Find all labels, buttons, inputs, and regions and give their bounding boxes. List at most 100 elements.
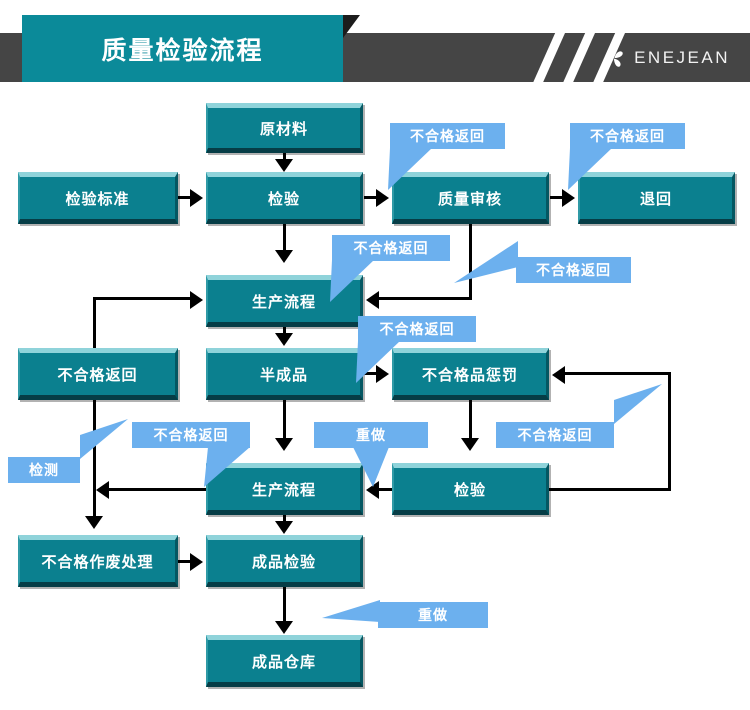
node-label: 原材料 (259, 120, 308, 138)
conn-insp2-loop-top (564, 372, 671, 375)
conn-rejectbox-up (93, 297, 96, 348)
conn-rejectbox-down (93, 400, 96, 518)
arrow-audit-to-return (562, 189, 575, 207)
callout-label: 不合格返回 (536, 262, 611, 278)
conn-prod1-to-semi (283, 327, 286, 335)
node-reject-penalty[interactable]: 不合格品惩罚 (392, 348, 549, 400)
callout-co-redo-mid: 重做 (314, 422, 428, 448)
callout-label: 不合格返回 (353, 240, 429, 256)
arrow-penalty-to-insp2 (461, 438, 479, 451)
conn-std-to-insp (178, 196, 192, 199)
node-label: 不合格品惩罚 (421, 366, 518, 384)
node-label: 检验 (267, 190, 300, 208)
node-label: 不合格作废处理 (41, 553, 154, 571)
callout-label: 检测 (29, 462, 59, 478)
callout-tail-co-redo-bottom (322, 600, 380, 622)
arrow-loop-to-penalty (552, 366, 565, 384)
callout-co-insp2-reject: 不合格返回 (496, 422, 614, 448)
callout-label: 不合格返回 (590, 128, 665, 144)
callout-co-redo-bottom: 重做 (378, 602, 488, 628)
arrow-raw-to-insp (275, 159, 293, 172)
arrow-rejectbox-to-prod1 (190, 291, 203, 309)
conn-insp2-loop-bottom (549, 488, 671, 491)
callout-co-prod1-reject: 不合格返回 (332, 235, 450, 261)
arrow-insp-to-audit (376, 189, 389, 207)
callout-label: 不合格返回 (379, 321, 455, 337)
callout-tail-co-redo-mid (353, 447, 389, 487)
conn-final-to-warehouse (283, 587, 286, 623)
node-label: 退回 (639, 190, 672, 208)
callout-co-return-reject: 不合格返回 (570, 123, 685, 149)
node-semi-finished[interactable]: 半成品 (206, 348, 363, 400)
node-label: 成品检验 (251, 553, 316, 571)
node-label: 成品仓库 (251, 653, 316, 671)
callout-tail-co-prod1-reject-r (454, 241, 518, 283)
node-finished-warehouse[interactable]: 成品仓库 (206, 635, 363, 687)
conn-prod2-left (108, 488, 206, 491)
conn-raw-to-insp (283, 153, 286, 161)
callout-co-audit-reject: 不合格返回 (390, 123, 505, 149)
node-label: 半成品 (259, 366, 308, 384)
callout-co-detect: 检测 (8, 457, 80, 483)
arrow-prod1-to-semi (275, 333, 293, 346)
arrow-audit-to-prod1 (366, 291, 379, 309)
conn-audit-down (469, 224, 472, 300)
conn-rejectbox-right (93, 297, 193, 300)
callout-co-prod2-reject: 不合格返回 (132, 422, 250, 448)
arrow-insp2-to-prod2 (366, 481, 379, 499)
node-quality-audit[interactable]: 质量审核 (392, 172, 549, 224)
conn-semi-to-prod2 (283, 400, 286, 440)
callout-label: 重做 (356, 427, 386, 443)
arrow-prod2-left (96, 481, 109, 499)
arrow-insp-to-prod1 (275, 250, 293, 263)
node-label: 不合格返回 (57, 366, 138, 384)
conn-insp2-to-prod2 (378, 488, 392, 491)
arrow-rejectbox-to-scrap (85, 516, 103, 529)
callout-tail-co-return-reject (568, 148, 612, 190)
callout-tail-co-insp2-reject (614, 384, 662, 424)
node-label: 生产流程 (251, 481, 316, 499)
banner-fold-triangle (343, 15, 360, 38)
brand-name: ENEJEAN (634, 48, 730, 67)
node-inspection-1[interactable]: 检验 (206, 172, 363, 224)
callout-tail-co-penalty-reject (356, 341, 400, 383)
conn-audit-to-return (550, 196, 564, 199)
conn-insp-to-prod1 (283, 224, 286, 252)
node-label: 质量审核 (437, 190, 502, 208)
conn-prod2-to-final (283, 515, 286, 523)
conn-semi-to-penalty (364, 372, 378, 375)
conn-insp-to-audit (364, 196, 378, 199)
node-inspection-std[interactable]: 检验标准 (18, 172, 178, 224)
node-label: 检验标准 (65, 190, 130, 208)
conn-audit-left (378, 297, 472, 300)
page-title: 质量检验流程 (101, 36, 264, 65)
node-raw-material[interactable]: 原材料 (206, 103, 363, 153)
node-production-2[interactable]: 生产流程 (206, 463, 363, 515)
node-production-1[interactable]: 生产流程 (206, 275, 363, 327)
callout-label: 不合格返回 (153, 427, 229, 443)
node-label: 生产流程 (251, 293, 316, 311)
callout-co-prod1-reject-r: 不合格返回 (516, 257, 631, 283)
node-inspection-2[interactable]: 检验 (392, 463, 549, 515)
arrow-prod2-to-final (275, 521, 293, 534)
callout-label: 不合格返回 (517, 427, 593, 443)
arrow-scrap-to-final (190, 553, 203, 571)
conn-penalty-to-insp2 (469, 400, 472, 440)
callout-co-penalty-reject: 不合格返回 (358, 316, 476, 342)
node-reject-return[interactable]: 不合格返回 (18, 348, 178, 400)
pinwheel-flower-icon (605, 49, 623, 67)
node-final-inspection[interactable]: 成品检验 (206, 535, 363, 587)
callout-label: 重做 (418, 607, 448, 623)
node-scrap-handling[interactable]: 不合格作废处理 (18, 535, 178, 587)
arrow-final-to-warehouse (275, 621, 293, 634)
callout-tail-co-prod1-reject (330, 260, 374, 302)
conn-insp2-loop-vert (668, 372, 671, 490)
arrow-semi-to-prod2 (275, 438, 293, 451)
callout-tail-co-detect (80, 419, 128, 459)
callout-label: 不合格返回 (410, 128, 485, 144)
callout-tail-co-audit-reject (388, 148, 432, 190)
callout-tail-co-prod2-reject (204, 447, 250, 487)
header-banner (22, 15, 343, 82)
node-return-goods[interactable]: 退回 (578, 172, 735, 224)
